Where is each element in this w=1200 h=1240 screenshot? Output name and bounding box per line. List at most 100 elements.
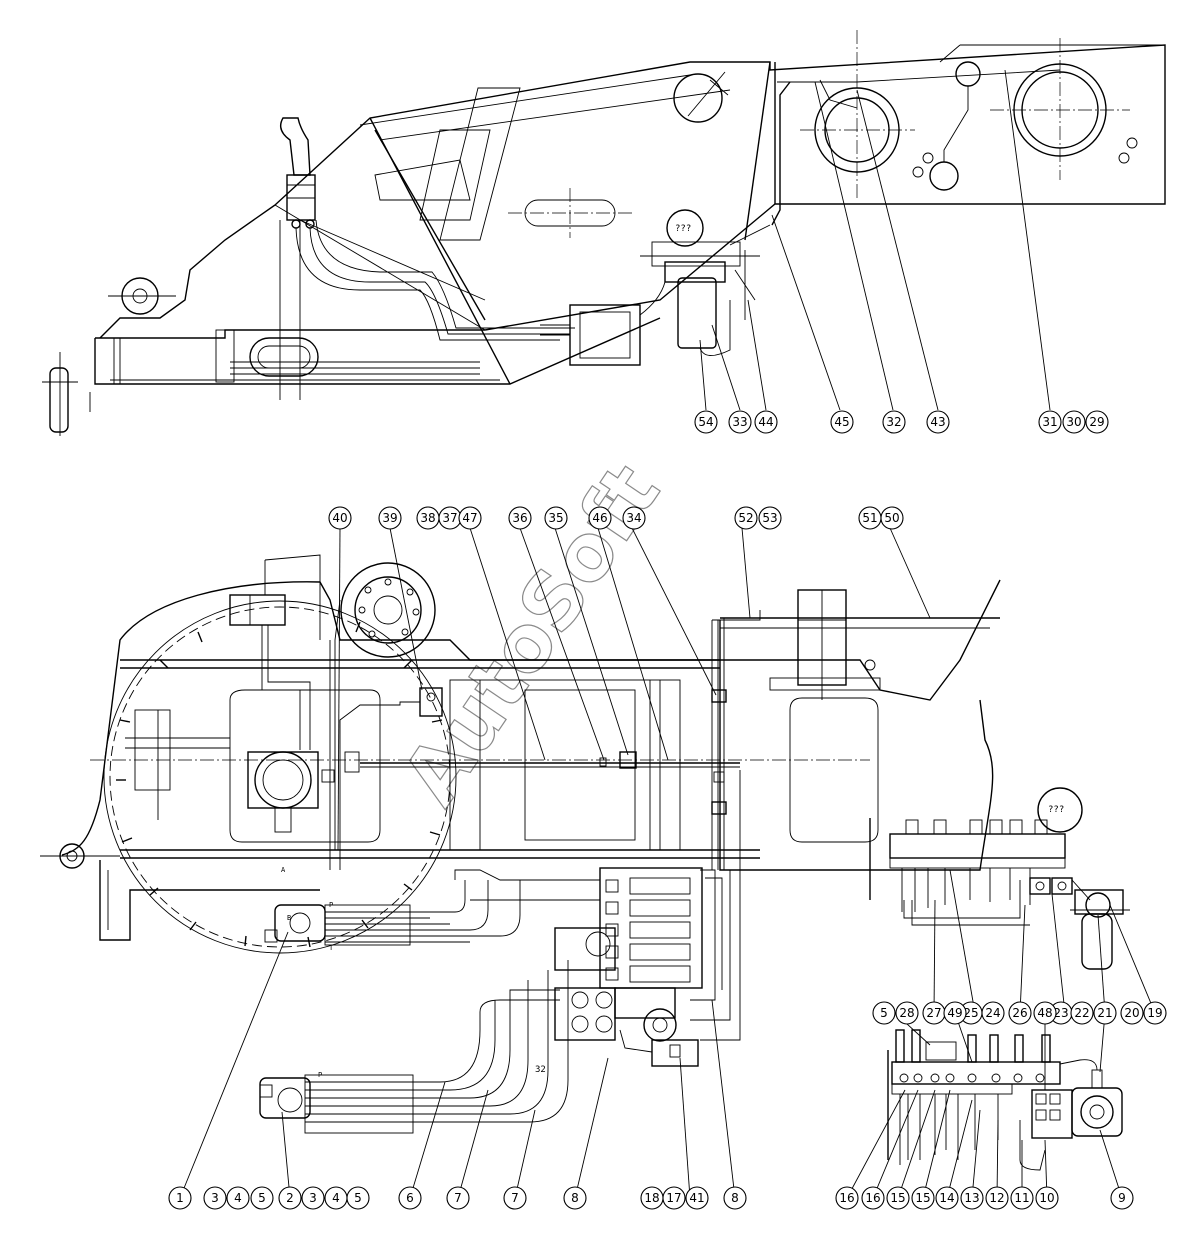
part-callout-number: 29 bbox=[1089, 415, 1104, 429]
inline-mark: 32 bbox=[535, 1065, 546, 1075]
part-callout-number: 4 bbox=[332, 1191, 340, 1205]
main-view-bottom-leaders bbox=[179, 931, 736, 1199]
part-callout-circle bbox=[981, 1001, 1005, 1025]
part-callout-circle bbox=[168, 1186, 192, 1210]
part-callout-number: 49 bbox=[947, 1006, 962, 1020]
detail-upper-view: ??? bbox=[869, 787, 1156, 1014]
part-callout-circle bbox=[1008, 1001, 1032, 1025]
part-callout-circle bbox=[723, 1186, 747, 1210]
part-callout-circle bbox=[985, 1186, 1009, 1210]
part-callout-circle bbox=[1120, 1001, 1144, 1025]
part-callout-circle bbox=[346, 1186, 370, 1210]
part-callout-number: 22 bbox=[1074, 1006, 1089, 1020]
part-callout-number: 3 bbox=[211, 1191, 219, 1205]
part-callout-circle bbox=[685, 1186, 709, 1210]
part-callout-circle bbox=[1033, 1001, 1057, 1025]
part-callout-number: 51 bbox=[862, 511, 877, 525]
port-letter-p-top: P bbox=[329, 901, 333, 909]
part-callout-number: 19 bbox=[1147, 1006, 1162, 1020]
part-callout-number: 16 bbox=[865, 1191, 880, 1205]
part-callout-number: 25 bbox=[963, 1006, 978, 1020]
part-callout-circle bbox=[588, 506, 612, 530]
detail-upper-leaders bbox=[933, 869, 1156, 1014]
part-callout-number: 52 bbox=[738, 511, 753, 525]
part-callout-number: 12 bbox=[989, 1191, 1004, 1205]
part-callout-circle bbox=[662, 1186, 686, 1210]
port-letter-a-top: A bbox=[281, 866, 286, 874]
part-callout-number: 53 bbox=[762, 511, 777, 525]
part-callout-circle bbox=[446, 1186, 470, 1210]
main-plan-view: P B A T P 32 bbox=[40, 527, 1001, 1199]
part-callout-circle bbox=[1010, 1186, 1034, 1210]
part-callout-number: 32 bbox=[886, 415, 901, 429]
part-callout-number: 3 bbox=[309, 1191, 317, 1205]
part-callout-number: 7 bbox=[454, 1191, 462, 1205]
part-callout-circle bbox=[398, 1186, 422, 1210]
part-callout-number: 5 bbox=[880, 1006, 888, 1020]
part-callout-number: 41 bbox=[689, 1191, 704, 1205]
part-callout-number: 54 bbox=[698, 415, 713, 429]
part-callout-number: 30 bbox=[1066, 415, 1081, 429]
part-callout-number: 48 bbox=[1037, 1006, 1052, 1020]
part-callout-circle bbox=[1085, 410, 1109, 434]
part-callout-number: 7 bbox=[511, 1191, 519, 1205]
part-callout-number: 5 bbox=[258, 1191, 266, 1205]
part-callout-number: 21 bbox=[1097, 1006, 1112, 1020]
part-callout-number: 27 bbox=[926, 1006, 941, 1020]
gauge-text-detail: ??? bbox=[1048, 805, 1064, 815]
part-callout-number: 24 bbox=[985, 1006, 1000, 1020]
part-callout-number: 2 bbox=[286, 1191, 294, 1205]
gauge-text-top: ??? bbox=[675, 224, 691, 234]
port-letter-p-bottom: P bbox=[318, 1071, 322, 1079]
part-callout-number: 8 bbox=[571, 1191, 579, 1205]
watermark: AutoSoft bbox=[386, 448, 679, 821]
part-callout-number: 18 bbox=[644, 1191, 659, 1205]
part-callout-number: 1 bbox=[176, 1191, 184, 1205]
part-callout-circle bbox=[1110, 1186, 1134, 1210]
part-callout-circle bbox=[830, 410, 854, 434]
part-callout-circle bbox=[203, 1186, 227, 1210]
part-callout-circle bbox=[250, 1186, 274, 1210]
top-side-view: ??? bbox=[42, 30, 1166, 436]
part-callout-circle bbox=[872, 1001, 896, 1025]
part-callout-circle bbox=[328, 506, 352, 530]
part-callout-circle bbox=[861, 1186, 885, 1210]
part-callout-circle bbox=[734, 506, 758, 530]
part-callout-circle bbox=[895, 1001, 919, 1025]
part-callout-number: 20 bbox=[1124, 1006, 1139, 1020]
part-callout-number: 44 bbox=[758, 415, 773, 429]
part-callout-circle bbox=[622, 506, 646, 530]
ring-ticks bbox=[116, 621, 443, 948]
part-callout-number: 45 bbox=[834, 415, 849, 429]
part-callout-number: 43 bbox=[930, 415, 945, 429]
part-callout-number: 31 bbox=[1042, 415, 1057, 429]
port-letter-b-top: B bbox=[287, 914, 291, 922]
part-callout-number: 6 bbox=[406, 1191, 414, 1205]
part-callout-circle bbox=[1062, 410, 1086, 434]
part-callout-circle bbox=[1143, 1001, 1167, 1025]
part-callout-circle bbox=[544, 506, 568, 530]
part-callout-number: 34 bbox=[626, 511, 641, 525]
part-callout-number: 23 bbox=[1053, 1006, 1068, 1020]
part-callout-number: 35 bbox=[548, 511, 563, 525]
port-letter-t-top: T bbox=[329, 944, 334, 952]
part-callout-number: 8 bbox=[731, 1191, 739, 1205]
part-callout-circle bbox=[882, 410, 906, 434]
part-callout-number: 15 bbox=[915, 1191, 930, 1205]
valve-bank bbox=[554, 867, 723, 1067]
part-callout-number: 17 bbox=[666, 1191, 681, 1205]
foot-pivot bbox=[42, 352, 91, 436]
part-callout-circle bbox=[278, 1186, 302, 1210]
part-callout-circle bbox=[378, 506, 402, 530]
part-callout-number: 33 bbox=[732, 415, 747, 429]
part-callout-circle bbox=[694, 410, 718, 434]
part-callout-circle bbox=[1070, 1001, 1094, 1025]
part-callout-number: 36 bbox=[512, 511, 527, 525]
part-callout-circle bbox=[301, 1186, 325, 1210]
part-callout-circle bbox=[226, 1186, 250, 1210]
main-view-top-leaders bbox=[337, 527, 931, 851]
part-callout-circle bbox=[503, 1186, 527, 1210]
part-callout-circle bbox=[926, 410, 950, 434]
